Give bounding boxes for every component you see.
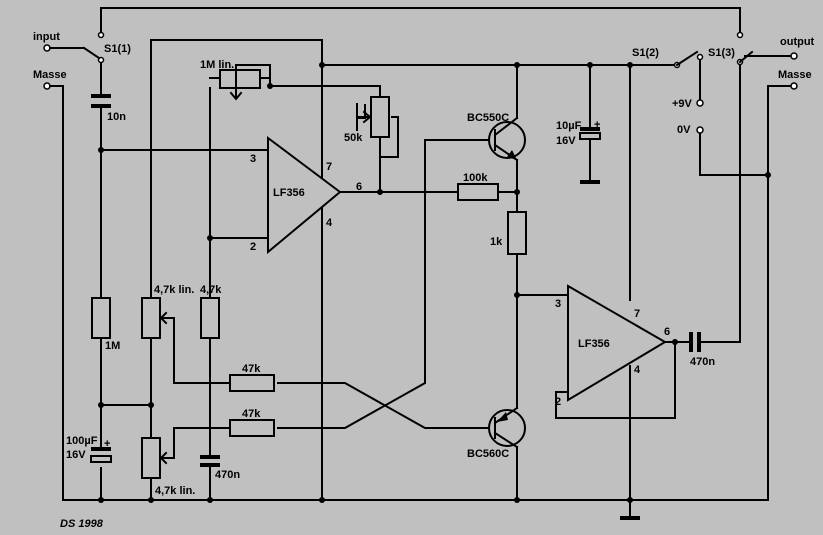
label-opamp2: LF356: [578, 338, 610, 350]
pot-a-4k7: [141, 297, 161, 339]
resistor-47k-b: [229, 419, 275, 437]
pin-op2-7: 7: [634, 308, 640, 320]
label-pot-b: 4,7k lin.: [155, 485, 195, 497]
label-t1: BC550C: [467, 112, 509, 124]
wires: [62, 7, 791, 519]
label-c100u-val: 100µF: [66, 435, 98, 447]
pin-op2-2: 2: [555, 396, 561, 408]
pin-op2-6: 6: [664, 326, 670, 338]
capacitor-10n: [91, 94, 111, 108]
plus9v-terminal: [696, 99, 704, 107]
label-pot-1m: 1M lin.: [200, 59, 234, 71]
pot-b-4k7: [141, 437, 161, 479]
switch-blades: [82, 46, 754, 67]
capacitor-470n-b: [689, 332, 701, 352]
pin-op2-4: 4: [634, 364, 641, 376]
resistor-47k-a: [229, 374, 275, 392]
label-r47k-b: 47k: [242, 408, 261, 420]
label-c-in: 10n: [107, 111, 126, 123]
output-terminal: [790, 52, 798, 60]
capacitors: [90, 94, 701, 520]
resistor-4k7: [200, 297, 220, 339]
resistors: [91, 65, 527, 479]
pin-op2-3: 3: [555, 298, 561, 310]
capacitor-100u: [90, 447, 112, 463]
label-s1-3: S1(3): [708, 47, 735, 59]
label-c470n-a: 470n: [215, 469, 240, 481]
pin-op1-7: 7: [326, 161, 332, 173]
capacitor-10u: [579, 127, 601, 184]
terminals: [43, 31, 798, 134]
label-r4k7: 4,7k: [200, 284, 222, 296]
polarity-c10u: +: [594, 119, 600, 131]
label-output: output: [780, 36, 815, 48]
resistor-1m: [91, 297, 111, 339]
label-c100u-volt: 16V: [66, 449, 86, 461]
label-input: input: [33, 31, 60, 43]
label-s1-2: S1(2): [632, 47, 659, 59]
label-s1-1: S1(1): [104, 43, 131, 55]
resistor-1k: [507, 211, 527, 255]
label-r1k: 1k: [490, 236, 503, 248]
label-masse-right: Masse: [778, 69, 812, 81]
trimmer-50k: [370, 96, 390, 138]
resistor-100k: [457, 183, 499, 201]
capacitor-470n-a: [200, 455, 220, 467]
label-r100k: 100k: [463, 172, 488, 184]
label-trim-50k: 50k: [344, 132, 363, 144]
label-c470n-b: 470n: [690, 356, 715, 368]
transistors: [488, 116, 526, 449]
label-c10u-val: 10µF: [556, 120, 582, 132]
label-opamp1: LF356: [273, 187, 305, 199]
masse-right-terminal: [790, 82, 798, 90]
opamp-2: [567, 284, 667, 402]
labels: input Masse output Masse +9V 0V S1(1) S1…: [33, 31, 815, 530]
label-zero-v: 0V: [677, 124, 691, 136]
pin-op1-4: 4: [326, 217, 333, 229]
opamps: [267, 136, 667, 402]
pot-1m-lin: [219, 69, 261, 89]
label-plus9v: +9V: [672, 98, 693, 110]
zero-v-terminal: [696, 126, 704, 134]
transistor-bc550c: [488, 116, 526, 162]
pin-op1-6: 6: [356, 181, 362, 193]
pin-op1-3: 3: [250, 153, 256, 165]
label-r47k-a: 47k: [242, 363, 261, 375]
label-t2: BC560C: [467, 448, 509, 460]
junctions: [98, 62, 771, 503]
opamp-1: [267, 136, 342, 255]
label-r1m: 1M: [105, 340, 120, 352]
polarity-c100u: +: [104, 438, 110, 450]
pin-op1-2: 2: [250, 241, 256, 253]
label-masse-left: Masse: [33, 69, 67, 81]
label-c10u-volt: 16V: [556, 135, 576, 147]
label-pot-a: 4,7k lin.: [154, 284, 194, 296]
signature: DS 1998: [60, 518, 104, 530]
transistor-bc560c: [488, 406, 526, 449]
